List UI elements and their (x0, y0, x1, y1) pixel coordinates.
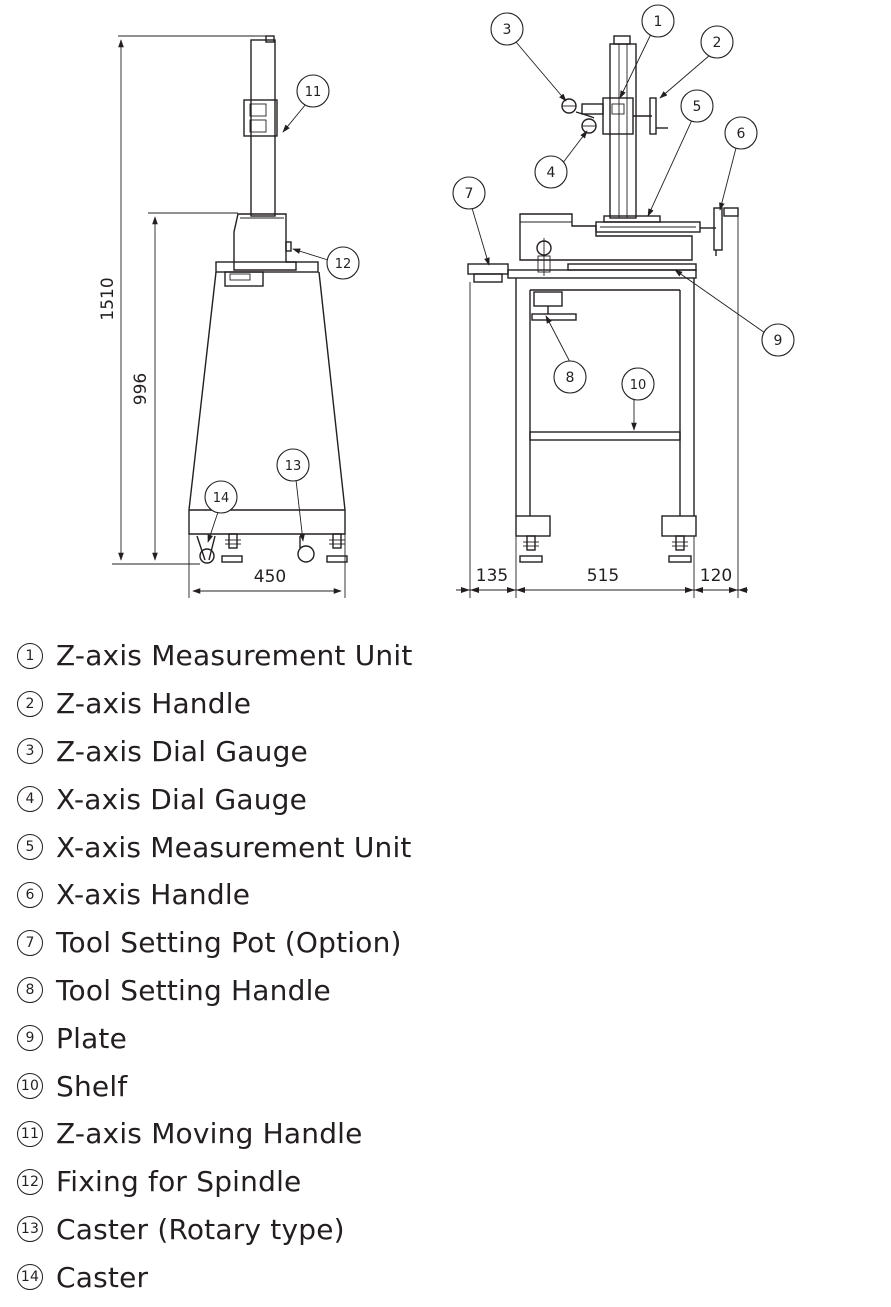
base-width-label: 450 (254, 567, 286, 587)
callout-1: 1 (641, 4, 675, 38)
legend-number: 11 (17, 1120, 43, 1147)
front-view: 135 515 120 (456, 35, 748, 598)
svg-text:11: 11 (305, 85, 322, 100)
legend-item: 11 Z-axis Moving Handle (17, 1110, 413, 1158)
legend-label: Shelf (56, 1069, 128, 1103)
machine-drawing: 1510 996 450 (98, 4, 795, 598)
legend-item: 6 X-axis Handle (17, 871, 413, 919)
svg-text:13: 13 (285, 459, 302, 474)
legend-number: 1 (17, 642, 43, 669)
svg-text:6: 6 (737, 126, 746, 142)
legend-number: 8 (17, 977, 43, 1004)
legend-number: 6 (17, 881, 43, 908)
svg-text:9: 9 (774, 333, 783, 349)
legend-item: 10 Shelf (17, 1062, 413, 1110)
svg-text:5: 5 (693, 99, 702, 115)
svg-text:10: 10 (630, 378, 647, 393)
callout-6: 6 (724, 116, 758, 150)
callout-4: 4 (534, 155, 568, 189)
legend-item: 5 X-axis Measurement Unit (17, 823, 413, 871)
legend-label: X-axis Measurement Unit (56, 830, 412, 864)
callout-10: 10 (621, 367, 655, 401)
svg-text:1: 1 (654, 14, 663, 30)
legend-label: Tool Setting Pot (Option) (56, 926, 402, 960)
callout-8: 8 (553, 360, 587, 394)
legend-label: Z-axis Dial Gauge (56, 734, 308, 768)
base-height-label: 996 (131, 373, 151, 405)
legend-item: 14 Caster (17, 1253, 413, 1301)
legend-label: Z-axis Measurement Unit (56, 639, 413, 673)
legend-item: 3 Z-axis Dial Gauge (17, 728, 413, 776)
left-extension-label: 135 (476, 566, 508, 586)
legend-label: Caster (Rotary type) (56, 1212, 345, 1246)
side-view: 1510 996 450 (98, 35, 348, 598)
legend-label: Fixing for Spindle (56, 1165, 302, 1199)
callout-9: 9 (761, 323, 795, 357)
frame-width-label: 515 (587, 566, 619, 586)
legend-item: 1 Z-axis Measurement Unit (17, 632, 413, 680)
legend-number: 13 (17, 1216, 43, 1243)
legend-label: Caster (56, 1260, 149, 1294)
legend-item: 12 Fixing for Spindle (17, 1158, 413, 1206)
callout-3: 3 (490, 12, 524, 46)
callout-2: 2 (700, 25, 734, 59)
legend-number: 2 (17, 690, 43, 717)
svg-text:2: 2 (713, 35, 722, 51)
callout-11: 11 (296, 74, 330, 108)
leaders (207, 33, 766, 543)
legend-item: 7 Tool Setting Pot (Option) (17, 919, 413, 967)
legend-number: 14 (17, 1264, 43, 1291)
legend-item: 4 X-axis Dial Gauge (17, 775, 413, 823)
legend-item: 13 Caster (Rotary type) (17, 1206, 413, 1254)
legend-number: 10 (17, 1073, 43, 1100)
callout-7: 7 (452, 176, 486, 210)
callout-14: 14 (204, 480, 238, 514)
legend-item: 9 Plate (17, 1014, 413, 1062)
svg-text:3: 3 (503, 22, 512, 38)
svg-text:8: 8 (566, 370, 575, 386)
svg-text:12: 12 (335, 257, 352, 272)
legend-number: 5 (17, 834, 43, 861)
legend-label: X-axis Dial Gauge (56, 782, 308, 816)
callout-13: 13 (276, 448, 310, 482)
svg-text:14: 14 (213, 491, 230, 506)
callout-12: 12 (326, 246, 360, 280)
legend-number: 3 (17, 738, 43, 765)
legend-number: 4 (17, 786, 43, 813)
legend-label: Z-axis Moving Handle (56, 1117, 363, 1151)
legend-number: 7 (17, 929, 43, 956)
legend-label: Z-axis Handle (56, 687, 252, 721)
right-extension-label: 120 (700, 566, 732, 586)
overall-height-label: 1510 (98, 277, 118, 320)
legend-label: X-axis Handle (56, 878, 251, 912)
legend-number: 9 (17, 1025, 43, 1052)
legend-number: 12 (17, 1168, 43, 1195)
legend-item: 8 Tool Setting Handle (17, 967, 413, 1015)
legend-label: Plate (56, 1021, 128, 1055)
svg-text:7: 7 (465, 186, 474, 202)
svg-text:4: 4 (547, 165, 556, 181)
callout-5: 5 (680, 89, 714, 123)
legend-item: 2 Z-axis Handle (17, 680, 413, 728)
legend-label: Tool Setting Handle (56, 973, 331, 1007)
